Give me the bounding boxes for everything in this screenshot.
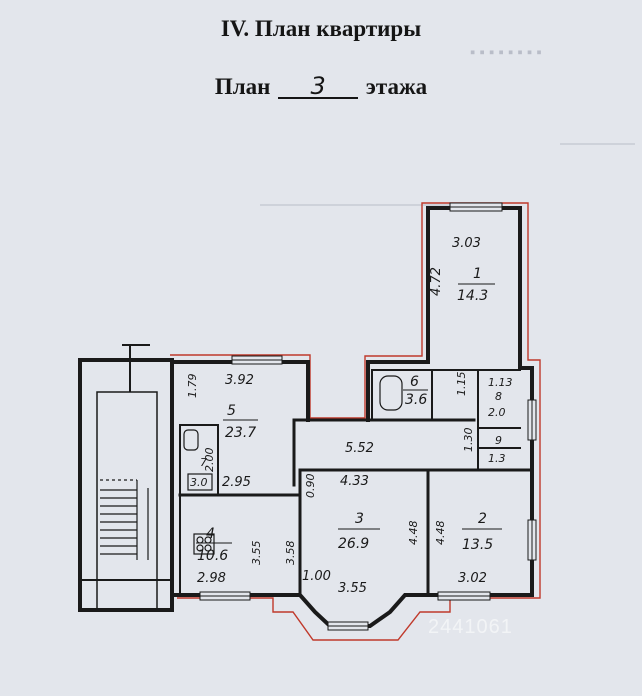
room-9-area: 1.3 — [488, 452, 506, 465]
room-2-number: 2 — [478, 511, 487, 527]
room-3-number: 3 — [355, 511, 364, 527]
room-5-inner: 2.00 — [203, 448, 216, 473]
fixtures — [183, 375, 403, 555]
room-3-length-left: 3.58 — [284, 541, 297, 566]
room-3: 4.33 3 26.9 1.00 3.55 4.48 3.58 — [284, 474, 420, 596]
room-4-width: 2.98 — [197, 571, 226, 586]
room-3-area: 26.9 — [338, 536, 369, 552]
room-5-number: 5 — [227, 403, 236, 419]
room-3-width-top: 4.33 — [340, 474, 369, 489]
bleedthrough-text: ▪ ▪ ▪ ▪ ▪ ▪ ▪ ▪ — [470, 44, 542, 61]
subtitle-prefix: План — [214, 74, 271, 99]
room-5-width-top: 3.92 — [225, 373, 254, 388]
room-2-area: 13.5 — [462, 537, 493, 553]
room-8: 1.13 8 2.0 — [488, 376, 513, 419]
room-8-number: 8 — [495, 390, 502, 403]
room-4: 4 10.6 2.98 3.55 — [196, 526, 263, 586]
room-1-length: 4.72 — [429, 267, 444, 296]
corridor: 5.52 1.30 0.90 — [304, 428, 475, 499]
room-3-length: 4.48 — [407, 521, 420, 546]
room-1-width: 3.03 — [452, 236, 481, 251]
room-9: 9 1.3 — [486, 434, 514, 465]
subtitle-suffix: этажа — [365, 74, 428, 99]
room-8-area: 2.0 — [488, 406, 506, 419]
room-6-number: 6 — [410, 374, 419, 390]
bleedthrough-text: ————— — [560, 135, 635, 152]
room-2: 2 13.5 3.02 4.48 — [434, 511, 502, 586]
floor-subtitle: План 3 этажа — [0, 74, 642, 100]
room-4-area: 10.6 — [197, 548, 228, 564]
room-7-number: 7 — [200, 456, 207, 469]
room-3-width-bottom: 3.55 — [338, 581, 367, 596]
room-2-length: 4.48 — [434, 521, 447, 546]
room-5-length: 1.79 — [186, 374, 199, 399]
corridor-width: 1.30 — [462, 428, 475, 453]
document-title: IV. План квартиры — [220, 16, 422, 41]
corridor-door: 0.90 — [304, 474, 317, 499]
room-4-length: 3.55 — [250, 541, 263, 566]
room-5-width-bottom: 2.95 — [222, 475, 251, 490]
room-3-side: 1.00 — [302, 569, 331, 584]
room-1: 3.03 1 14.3 4.72 — [429, 236, 495, 304]
room-5-area: 23.7 — [225, 425, 256, 441]
room-1-number: 1 — [473, 266, 482, 282]
room-7: 7 3.0 — [190, 456, 208, 489]
room-6-dim: 1.15 — [455, 372, 468, 397]
room-8-dim: 1.13 — [488, 376, 513, 389]
staircase — [78, 344, 174, 612]
room-1-area: 14.3 — [457, 288, 488, 304]
room-9-number: 9 — [495, 434, 502, 447]
room-6: 6 3.6 1.15 — [403, 372, 468, 408]
floor-number: 3 — [278, 74, 359, 99]
windows — [199, 202, 537, 631]
room-6-area: 3.6 — [405, 392, 427, 408]
watermark: 2441061 — [428, 616, 513, 638]
apartment-outline — [170, 202, 541, 641]
room-4-number: 4 — [206, 526, 215, 542]
corridor-length: 5.52 — [345, 441, 374, 456]
room-7-area: 3.0 — [190, 476, 208, 489]
room-2-width: 3.02 — [458, 571, 487, 586]
bleedthrough-text: —————————————— — [260, 196, 470, 213]
room-5: 3.92 5 23.7 2.95 1.79 2.00 — [186, 373, 258, 490]
